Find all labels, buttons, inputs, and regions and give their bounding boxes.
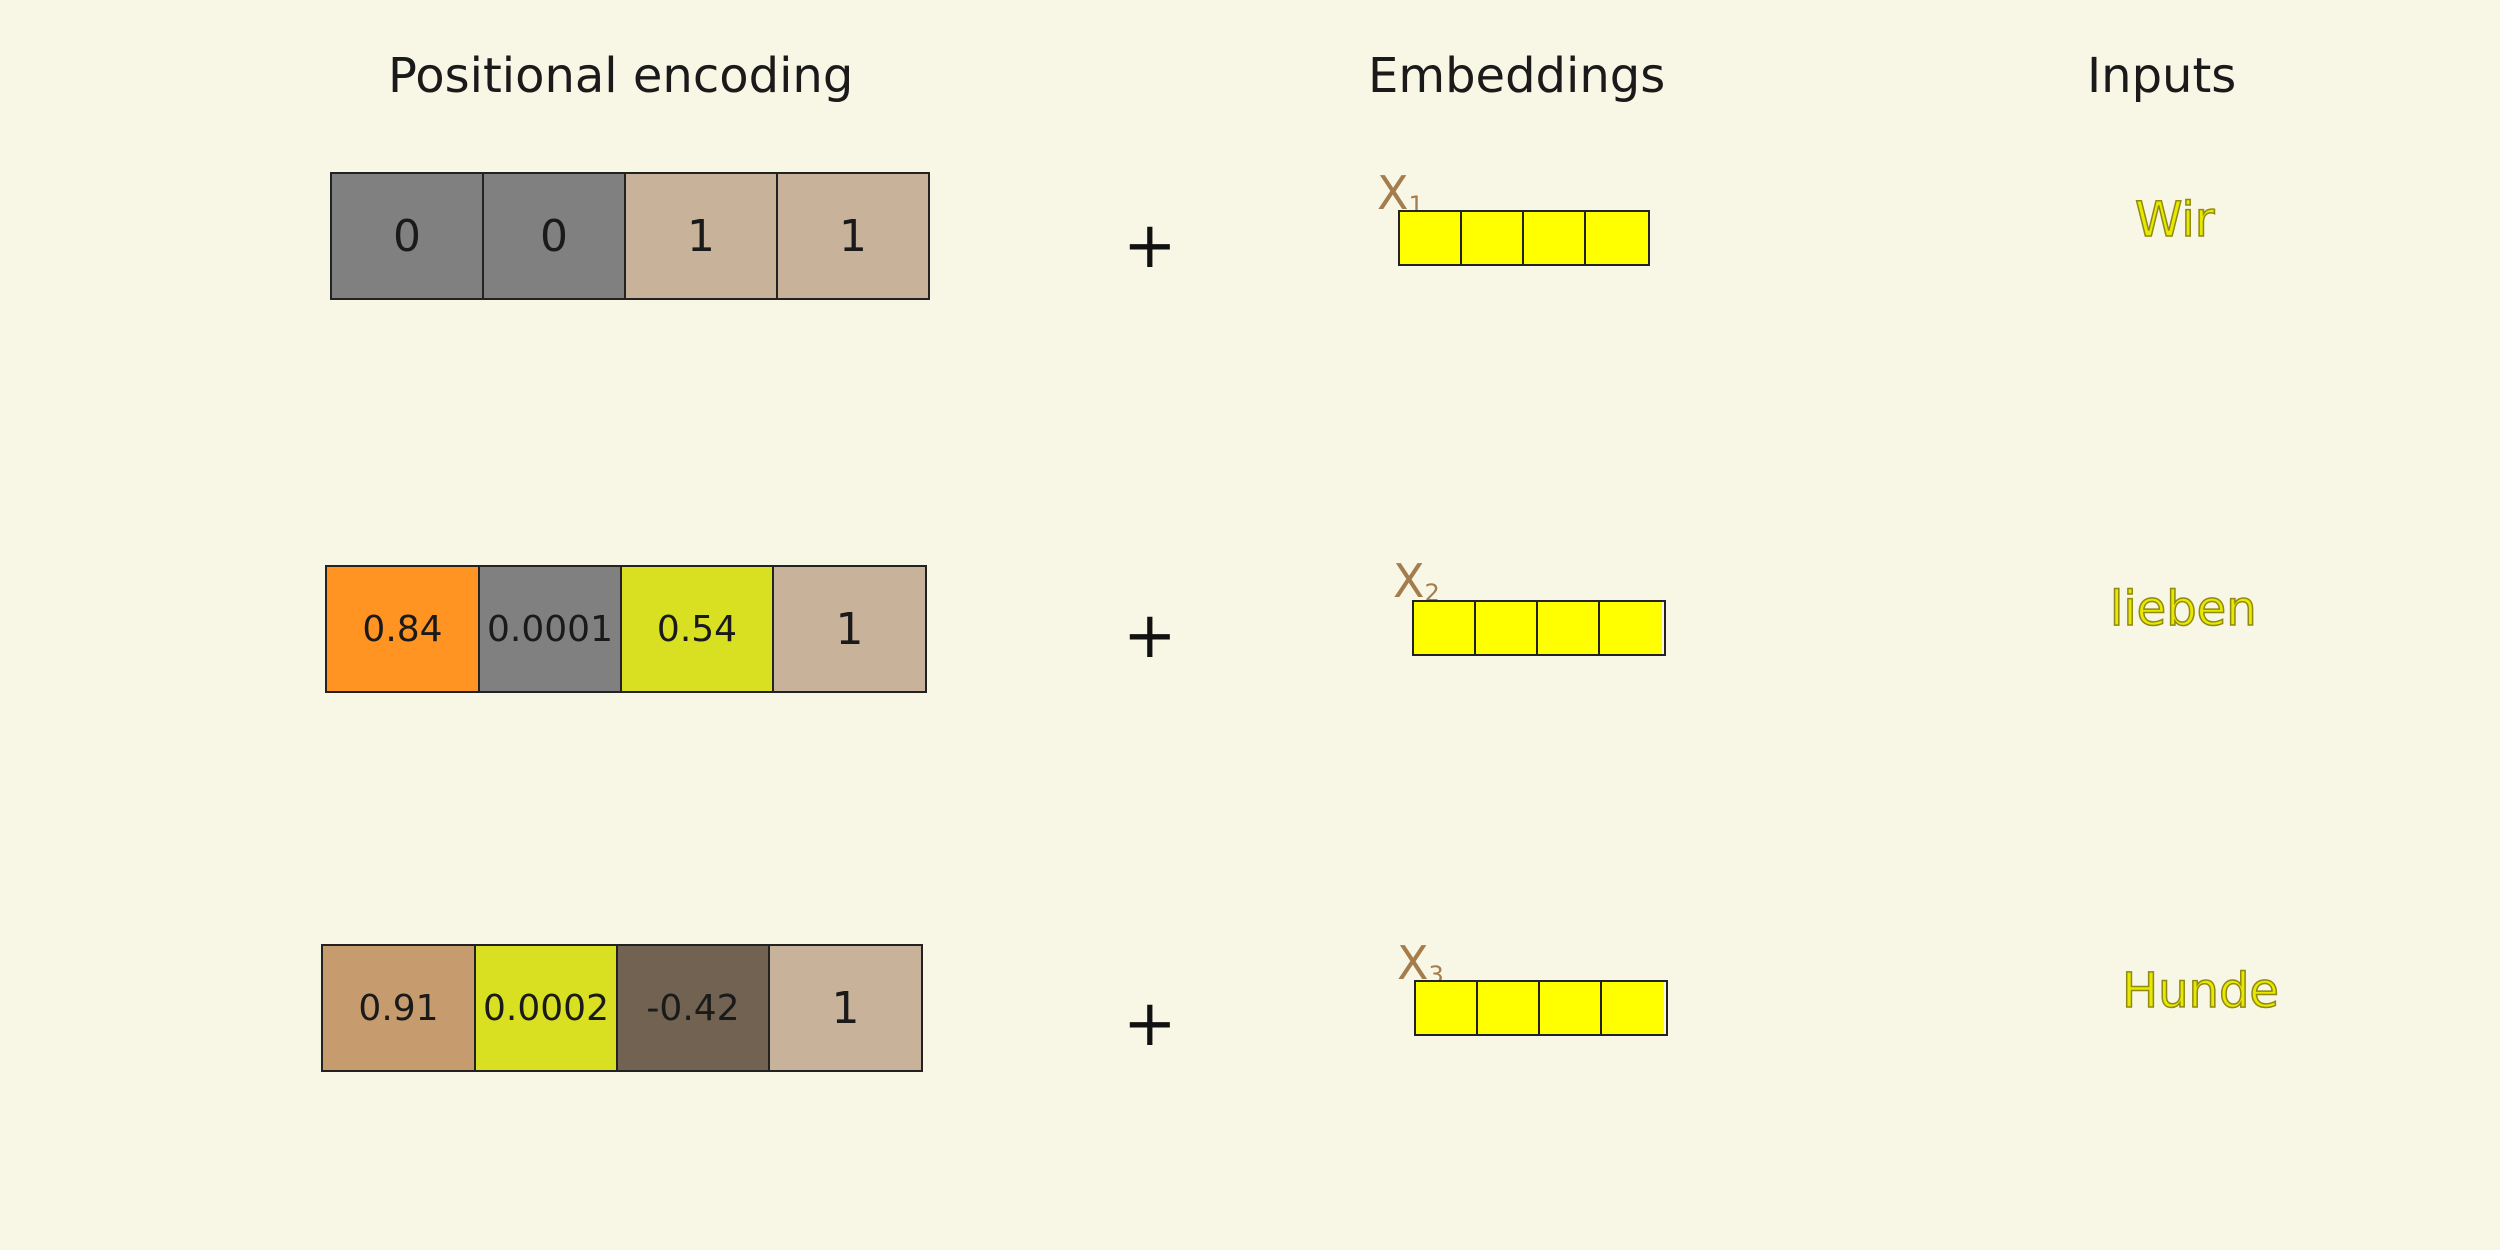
- pe-cell: 0.0002: [476, 946, 618, 1070]
- embedding-label-letter: X: [1393, 554, 1425, 608]
- embedding-cell: [1414, 602, 1476, 654]
- inputs-heading: Inputs: [2087, 48, 2237, 104]
- pe-cell: 1: [778, 174, 928, 298]
- positional-encoding-vector-2: 0.84 0.0001 0.54 1: [325, 565, 927, 693]
- embedding-cell: [1602, 982, 1664, 1034]
- embedding-cell: [1478, 982, 1540, 1034]
- embedding-cell: [1416, 982, 1478, 1034]
- embedding-cell: [1476, 602, 1538, 654]
- embedding-label-subscript: 2: [1424, 579, 1440, 607]
- pe-cell: 0.91: [323, 946, 476, 1070]
- embedding-cell: [1400, 212, 1462, 264]
- embedding-cell: [1600, 602, 1662, 654]
- embedding-cell: [1538, 602, 1600, 654]
- embedding-cell: [1586, 212, 1648, 264]
- embeddings-heading: Embeddings: [1368, 48, 1666, 104]
- positional-encoding-heading: Positional encoding: [388, 48, 854, 104]
- pe-cell: 1: [626, 174, 778, 298]
- embedding-vector-1: [1398, 210, 1650, 266]
- input-word-3: Hunde: [2121, 963, 2279, 1019]
- pe-cell: 0: [332, 174, 484, 298]
- pe-cell: -0.42: [618, 946, 770, 1070]
- embedding-label-2: X2: [1393, 558, 1440, 605]
- pe-cell: 1: [774, 567, 925, 691]
- plus-operator-2: +: [1123, 599, 1177, 673]
- pe-cell: 0.0001: [480, 567, 622, 691]
- input-word-1: Wir: [2134, 192, 2215, 248]
- plus-operator-3: +: [1123, 987, 1177, 1061]
- pe-cell: 0: [484, 174, 626, 298]
- embedding-cell: [1524, 212, 1586, 264]
- positional-encoding-vector-1: 0 0 1 1: [330, 172, 930, 300]
- input-word-2: lieben: [2109, 581, 2257, 637]
- pe-cell: 1: [770, 946, 921, 1070]
- embedding-vector-3: [1414, 980, 1668, 1036]
- embedding-cell: [1462, 212, 1524, 264]
- plus-operator-1: +: [1123, 209, 1177, 283]
- pe-cell: 0.84: [327, 567, 480, 691]
- embedding-label-letter: X: [1377, 166, 1409, 220]
- embedding-label-letter: X: [1397, 936, 1429, 990]
- embedding-vector-2: [1412, 600, 1666, 656]
- positional-encoding-vector-3: 0.91 0.0002 -0.42 1: [321, 944, 923, 1072]
- pe-cell: 0.54: [622, 567, 774, 691]
- embedding-cell: [1540, 982, 1602, 1034]
